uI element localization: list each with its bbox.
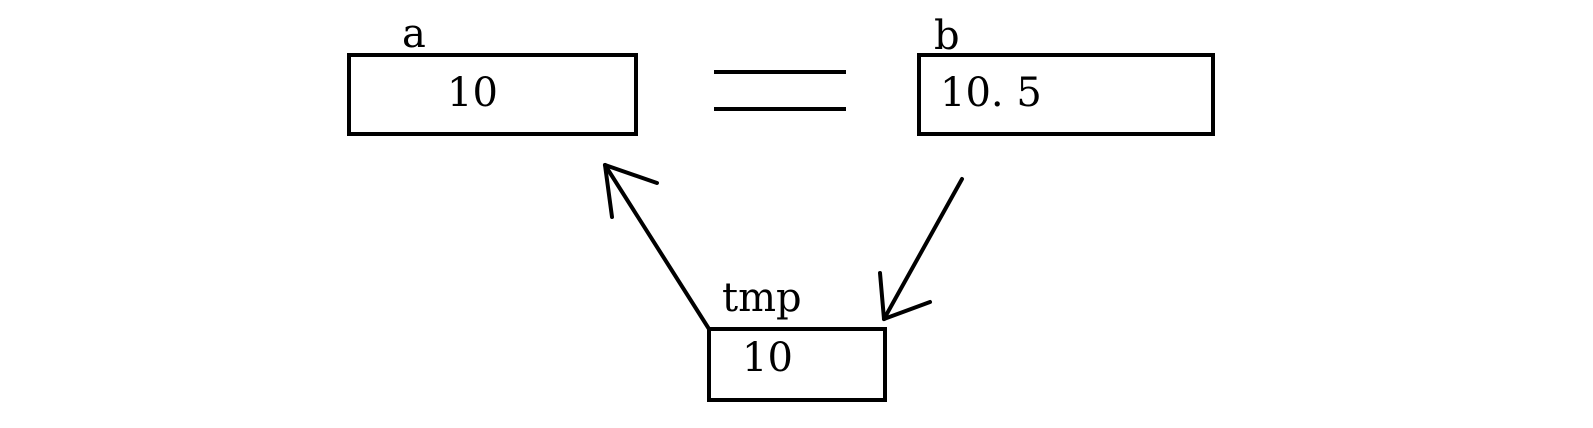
arrow-b-to-tmp: [878, 177, 964, 321]
arrow-tmp-to-a: [603, 163, 711, 331]
variable-tmp-box: [707, 327, 887, 402]
variable-a-label: a: [402, 11, 426, 57]
variable-a-value: 10: [447, 70, 498, 116]
variable-tmp-label: tmp: [722, 275, 802, 321]
variable-b-label: b: [934, 13, 960, 59]
variable-tmp-value: 10: [742, 335, 793, 381]
variable-b-value: 10. 5: [940, 70, 1042, 116]
variable-a-box: [347, 53, 638, 136]
variable-b-box: [917, 53, 1215, 136]
